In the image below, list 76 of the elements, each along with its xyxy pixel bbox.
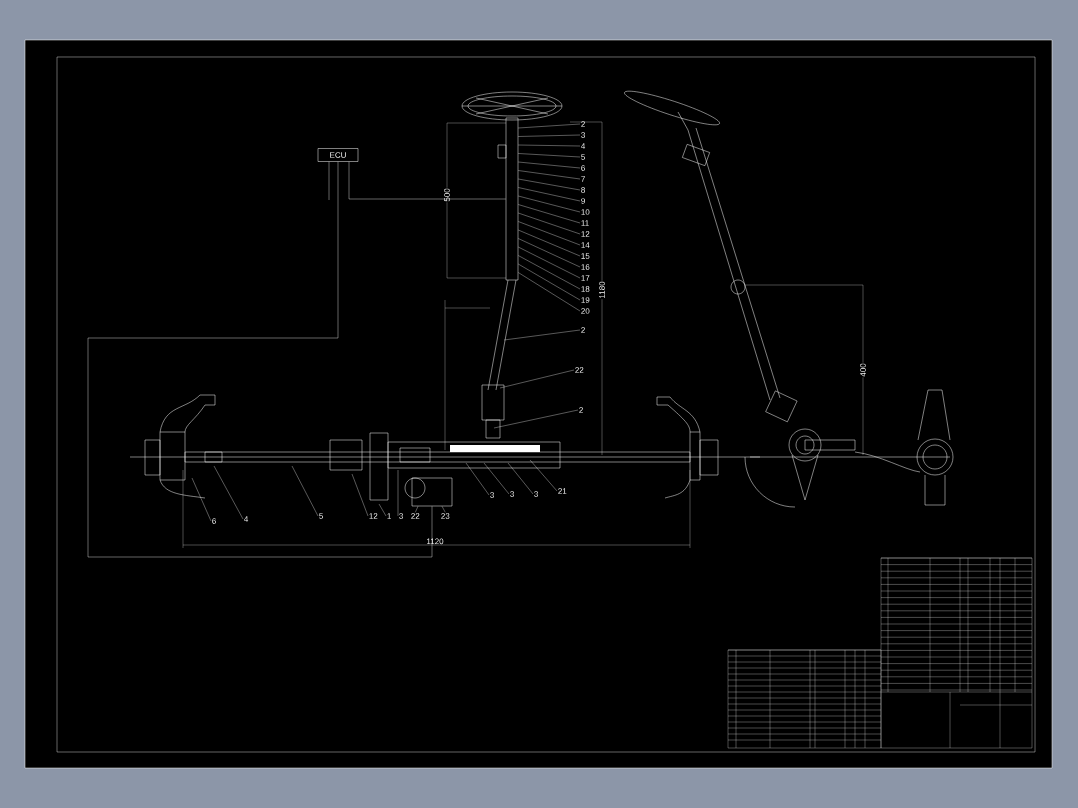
leader-line — [518, 221, 581, 246]
callout-number: 4 — [244, 516, 249, 522]
motor-box — [411, 477, 453, 507]
callout-number: 2 — [579, 407, 583, 413]
leader-line — [441, 506, 446, 513]
callout-number: 22 — [411, 513, 420, 519]
callout-number: 3 — [534, 491, 538, 497]
callout-number: 22 — [575, 367, 584, 373]
callout-number: 23 — [441, 513, 450, 519]
leader-line — [191, 477, 212, 522]
callout-number: 9 — [581, 198, 585, 204]
leader-line — [503, 329, 581, 341]
leader-line — [518, 187, 581, 202]
leader-line — [518, 229, 581, 257]
callout-number: 2 — [581, 121, 585, 127]
steering-column — [505, 117, 519, 281]
callout-number: 17 — [581, 275, 590, 281]
dimension-text: 400 — [859, 362, 867, 378]
callout-number: 3 — [510, 491, 514, 497]
leader-line — [483, 462, 510, 495]
leader-line — [415, 506, 419, 513]
callout-number: 8 — [581, 187, 585, 193]
callout-number: 1 — [387, 513, 391, 519]
callout-number: 11 — [581, 220, 589, 226]
signal-line — [87, 161, 433, 558]
callout-number: 15 — [581, 253, 590, 259]
callout-number: 12 — [369, 513, 378, 519]
leader-line — [518, 263, 581, 301]
callout-number: 7 — [581, 176, 585, 182]
leader-line — [518, 153, 581, 158]
leader-line — [507, 462, 534, 495]
dimension-text: 500 — [443, 187, 451, 203]
leader-line — [518, 161, 581, 169]
leader-line — [518, 255, 581, 290]
leader-line — [518, 123, 581, 129]
callout-number: 16 — [581, 264, 590, 270]
dimension-text: 1180 — [598, 280, 606, 300]
leader-line — [397, 469, 399, 517]
callout-number: 10 — [581, 209, 590, 215]
signal-line — [328, 161, 330, 201]
dimension-text: 1120 — [427, 538, 444, 545]
callout-number: 19 — [581, 297, 590, 303]
leader-line — [291, 465, 319, 517]
leader-line — [213, 465, 244, 520]
leader-line — [518, 134, 581, 137]
callout-number: 3 — [581, 132, 585, 138]
leader-line — [518, 170, 581, 180]
leader-line — [518, 246, 581, 279]
callout-number: 5 — [319, 513, 323, 519]
callout-number: 4 — [581, 143, 586, 149]
callout-number: 20 — [581, 308, 590, 314]
leader-line — [351, 473, 369, 517]
callout-number: 12 — [581, 231, 590, 237]
callout-number: 14 — [581, 242, 590, 248]
leader-line — [518, 272, 581, 312]
signal-line — [348, 161, 506, 200]
callout-number: 6 — [212, 518, 216, 524]
leader-line — [518, 144, 581, 147]
leader-line — [518, 204, 581, 224]
leader-line — [518, 178, 581, 191]
leader-line — [378, 503, 387, 517]
control-unit-box: ECU — [317, 148, 359, 162]
callout-number: 2 — [581, 327, 585, 333]
callout-number: 21 — [558, 488, 567, 494]
callout-number: 3 — [399, 513, 403, 519]
leader-line — [493, 409, 579, 429]
leader-line — [518, 238, 581, 268]
leader-line — [499, 369, 575, 389]
callout-number: 5 — [581, 154, 585, 160]
callout-number: 18 — [581, 286, 590, 292]
leader-line — [518, 212, 581, 235]
leader-line — [529, 459, 558, 492]
leader-line — [518, 195, 581, 213]
leader-line — [465, 462, 490, 496]
callout-number: 6 — [581, 165, 585, 171]
callout-number: 3 — [490, 492, 494, 498]
